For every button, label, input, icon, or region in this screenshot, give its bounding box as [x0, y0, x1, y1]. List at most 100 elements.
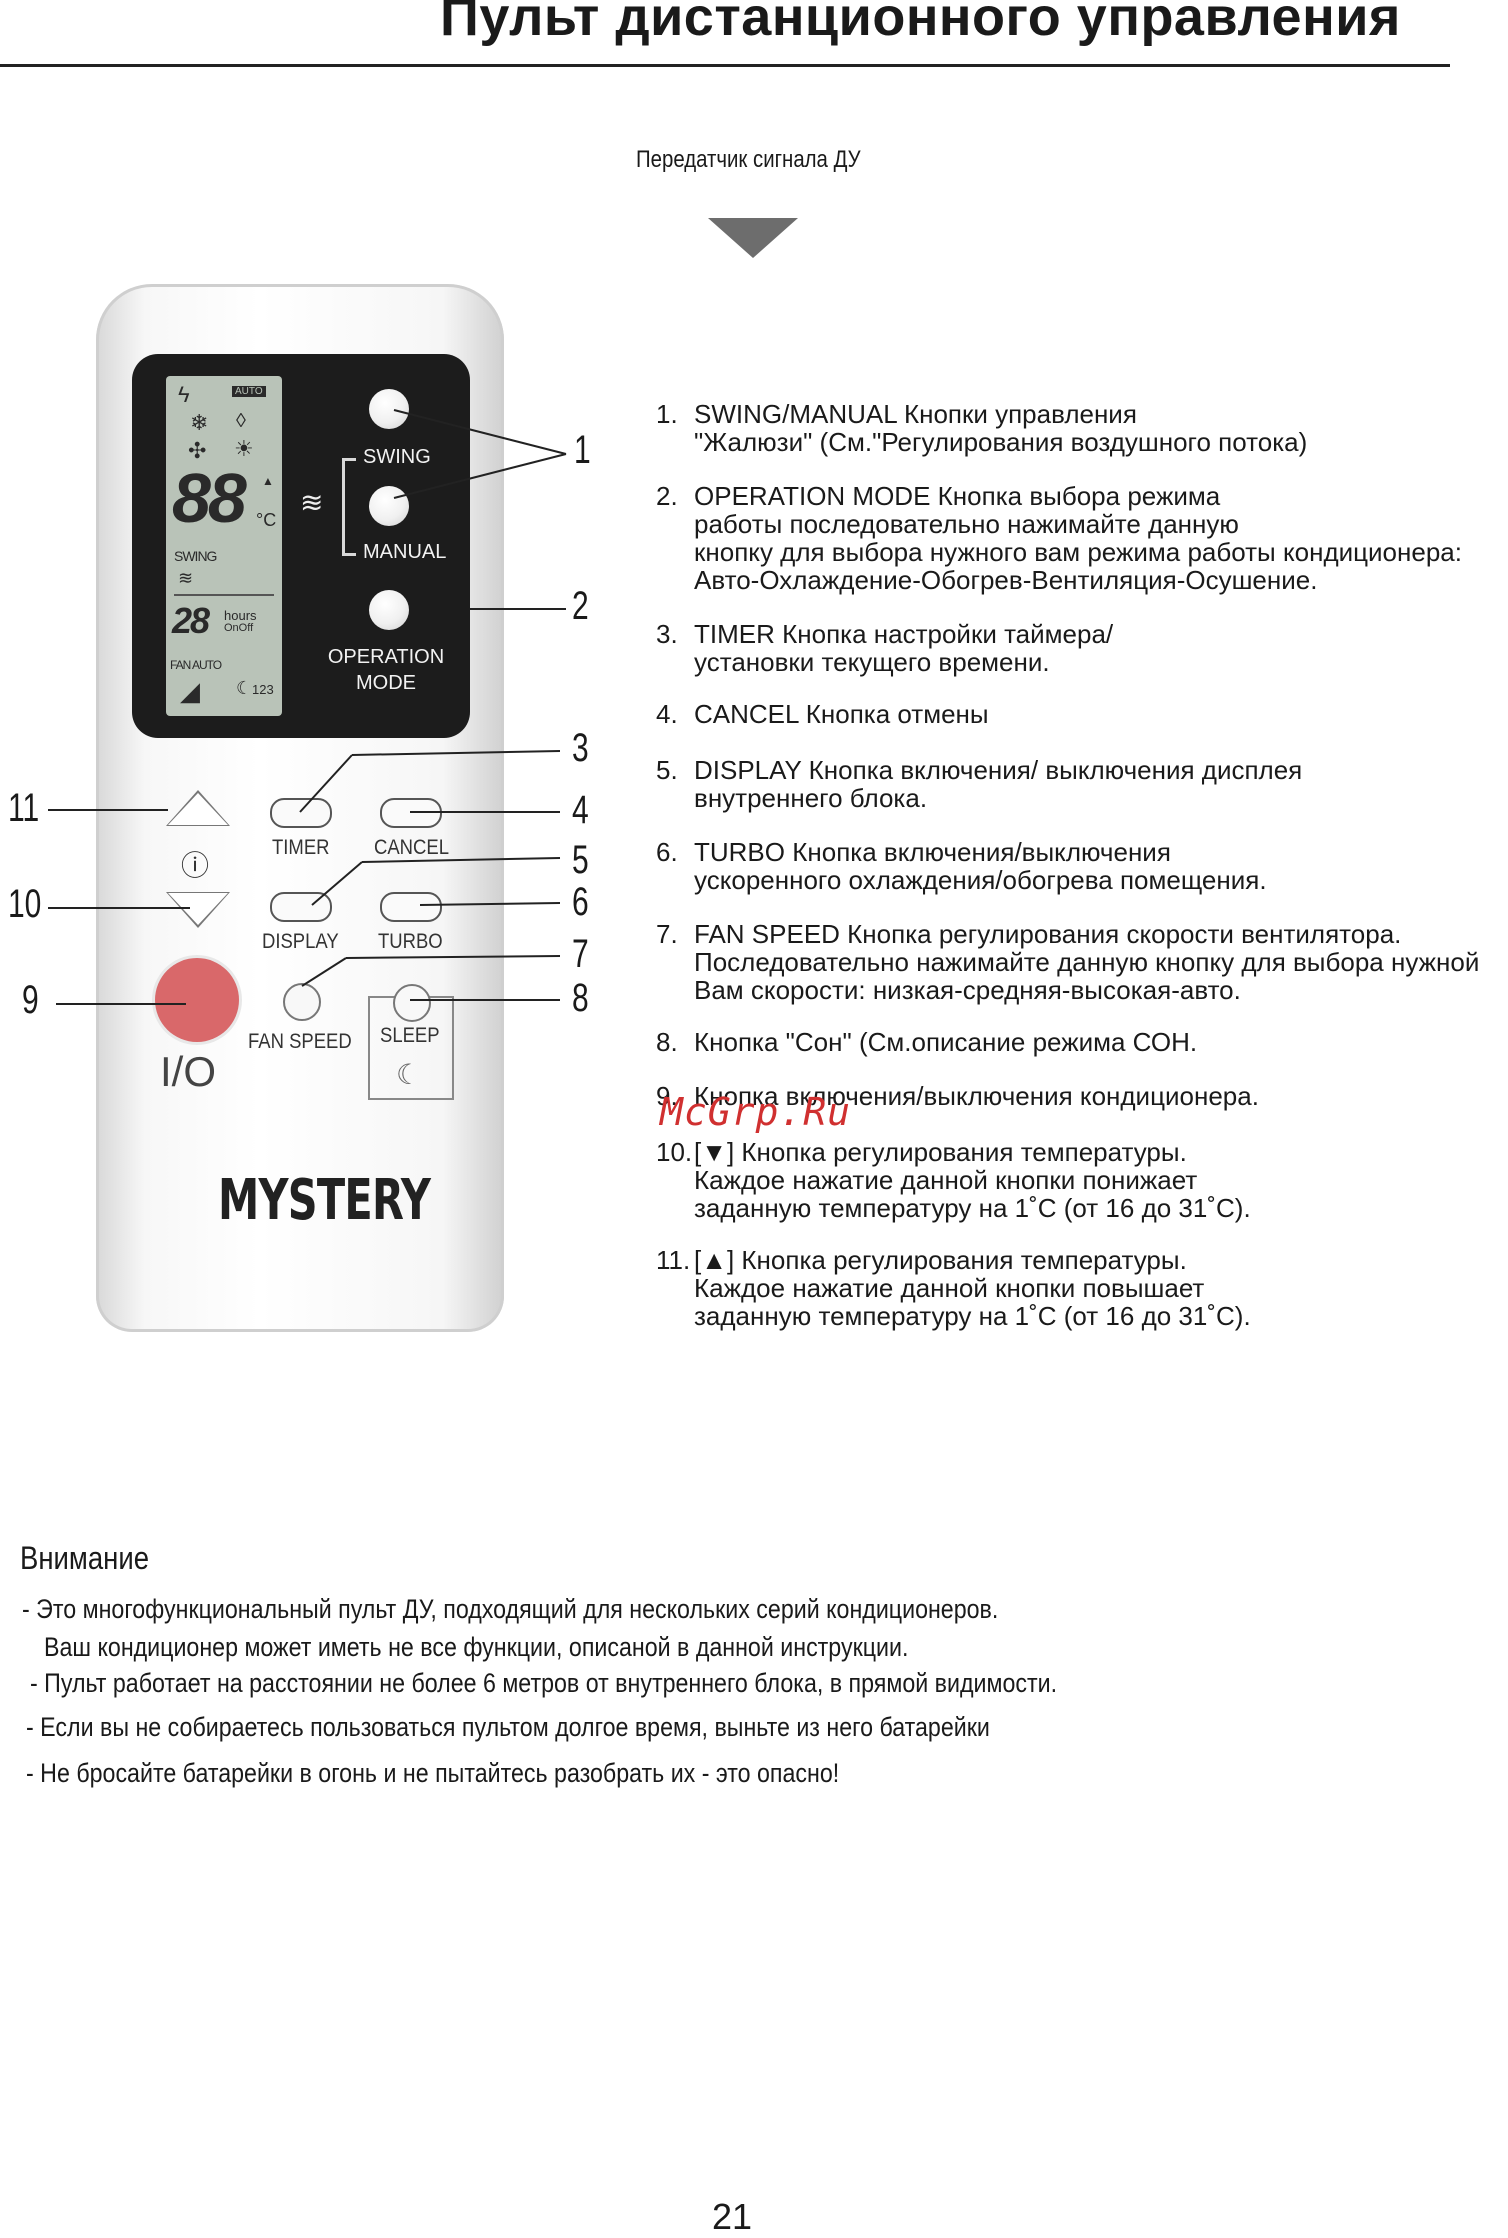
item-line: ускоренного охлаждения/обогрева помещени…: [694, 866, 1267, 894]
callout-number-5: 5: [572, 838, 589, 883]
attention-note: - Если вы не собираетесь пользоваться пу…: [26, 1712, 990, 1743]
item-number: 1.: [656, 400, 694, 428]
item-line: SWING/MANUAL Кнопки управления: [694, 400, 1307, 428]
moon-icon: ☾: [396, 1058, 421, 1091]
item-number: 10.: [656, 1138, 694, 1166]
attention-note: - Это многофункциональный пульт ДУ, подх…: [22, 1594, 998, 1625]
lcd-auto-indicator: AUTO: [232, 386, 266, 397]
item-line: Авто-Охлаждение-Обогрев-Вентиляция-Осуше…: [694, 566, 1462, 594]
display-button[interactable]: [270, 892, 332, 922]
item-line: DISPLAY Кнопка включения/ выключения дис…: [694, 756, 1302, 784]
swing-label: SWING: [363, 446, 431, 469]
attention-heading: Внимание: [20, 1540, 149, 1577]
lcd-temperature-digits: 88: [172, 458, 244, 538]
lcd-sleep-numbers: 123: [252, 682, 274, 697]
lcd-screen: ϟ AUTO ❄ ◊ ✣ ☀ 88 ▲ °C SWING ≋ 28 hours …: [166, 376, 282, 716]
description-item-1: 1. SWING/MANUAL Кнопки управления "Жалюз…: [656, 400, 1307, 456]
description-item-6: 6. TURBO Кнопка включения/выключения уск…: [656, 838, 1267, 894]
page-title: Пульт дистанционного управления: [440, 0, 1401, 48]
lcd-swing-label: SWING: [174, 548, 216, 564]
cancel-button[interactable]: [380, 798, 442, 828]
triangle-up-icon: [168, 793, 228, 825]
airflow-icon: ≋: [300, 486, 323, 519]
item-number: 5.: [656, 756, 694, 784]
description-item-2: 2. OPERATION MODE Кнопка выбора режима р…: [656, 482, 1462, 594]
swing-button[interactable]: [369, 389, 409, 429]
transmitter-label: Передатчик сигнала ДУ: [636, 146, 861, 174]
item-line: кнопку для выбора нужного вам режима раб…: [694, 538, 1462, 566]
item-number: 4.: [656, 700, 694, 728]
item-line: Вам скорости: низкая-средняя-высокая-авт…: [694, 976, 1479, 1004]
description-item-10: 10. [▼] Кнопка регулирования температуры…: [656, 1138, 1251, 1222]
callout-number-11: 11: [8, 786, 39, 831]
power-label: I/O: [160, 1048, 216, 1096]
cancel-label: CANCEL: [374, 836, 449, 860]
callout-number-7: 7: [572, 932, 589, 977]
manual-button[interactable]: [369, 486, 409, 526]
moon-icon: ☾: [236, 678, 252, 699]
swing-manual-bracket-bottom: [342, 553, 356, 556]
callout-number-3: 3: [572, 726, 589, 771]
callout-number-4: 4: [572, 788, 589, 833]
description-item-3: 3. TIMER Кнопка настройки таймера/ устан…: [656, 620, 1113, 676]
manual-label: MANUAL: [363, 541, 446, 564]
item-number: 3.: [656, 620, 694, 648]
droplet-icon: ◊: [236, 410, 246, 433]
item-line: Последовательно нажимайте данную кнопку …: [694, 948, 1479, 976]
item-number: 6.: [656, 838, 694, 866]
sleep-label: SLEEP: [380, 1024, 440, 1048]
attention-note: Ваш кондиционер может иметь не все функц…: [44, 1632, 908, 1663]
lcd-timer-digits: 28: [172, 600, 208, 642]
power-button[interactable]: [155, 958, 239, 1042]
item-line: Каждое нажатие данной кнопки понижает: [694, 1166, 1251, 1194]
item-line: Каждое нажатие данной кнопки повышает: [694, 1274, 1251, 1302]
item-line: заданную температуру на 1˚С (от 16 до 31…: [694, 1302, 1251, 1330]
item-line: работы последовательно нажимайте данную: [694, 510, 1462, 538]
item-line: внутреннего блока.: [694, 784, 1302, 812]
title-underline: [0, 64, 1450, 67]
description-item-11: 11. [▲] Кнопка регулирования температуры…: [656, 1246, 1251, 1330]
mode-label: MODE: [324, 672, 448, 695]
triangle-up-icon: ▲: [262, 474, 274, 488]
lcd-hours-label: hours: [224, 608, 257, 623]
item-line: установки текущего времени.: [694, 648, 1113, 676]
item-number: 11.: [656, 1246, 694, 1274]
item-line: CANCEL Кнопка отмены: [694, 700, 989, 728]
attention-note: - Пульт работает на расстоянии не более …: [30, 1668, 1057, 1699]
sleep-button[interactable]: [393, 984, 431, 1022]
brand-logo: MYSTERY: [218, 1168, 430, 1233]
item-number: 8.: [656, 1028, 694, 1056]
item-line: заданную температуру на 1˚С (от 16 до 31…: [694, 1194, 1251, 1222]
description-item-8: 8. Кнопка "Сон" (См.описание режима СОН.: [656, 1028, 1197, 1056]
display-label: DISPLAY: [262, 930, 339, 954]
lcd-onoff-label: OnOff: [224, 622, 253, 634]
page-number: 21: [712, 2196, 752, 2238]
item-line: TIMER Кнопка настройки таймера/: [694, 620, 1113, 648]
fan-speed-button[interactable]: [283, 983, 321, 1021]
arrow-down-icon: [708, 218, 798, 258]
fan-speed-label: FAN SPEED: [248, 1030, 352, 1054]
turbo-button[interactable]: [380, 892, 442, 922]
lcd-fan-auto-label: FAN AUTO: [170, 658, 221, 672]
callout-number-1: 1: [574, 428, 591, 473]
swing-manual-bracket: [342, 458, 345, 556]
item-number: 2.: [656, 482, 694, 510]
item-line: "Жалюзи" (См."Регулирования воздушного п…: [694, 428, 1307, 456]
lcd-divider: [174, 594, 274, 596]
info-icon: ⓘ: [181, 844, 209, 884]
lcd-unit: °C: [256, 510, 276, 531]
timer-button[interactable]: [270, 798, 332, 828]
operation-mode-button[interactable]: [369, 590, 409, 630]
operation-label: OPERATION: [324, 646, 448, 669]
triangle-down-icon: [168, 893, 228, 925]
item-line: [▲] Кнопка регулирования температуры.: [694, 1246, 1251, 1274]
description-item-7: 7. FAN SPEED Кнопка регулирования скорос…: [656, 920, 1479, 1004]
callout-number-6: 6: [572, 880, 589, 925]
swing-manual-bracket-top: [342, 458, 356, 461]
timer-label: TIMER: [272, 836, 329, 860]
item-line: OPERATION MODE Кнопка выбора режима: [694, 482, 1462, 510]
watermark: McGrp.Ru: [660, 1090, 851, 1134]
callout-number-8: 8: [572, 976, 589, 1021]
item-line: [▼] Кнопка регулирования температуры.: [694, 1138, 1251, 1166]
description-item-5: 5. DISPLAY Кнопка включения/ выключения …: [656, 756, 1302, 812]
